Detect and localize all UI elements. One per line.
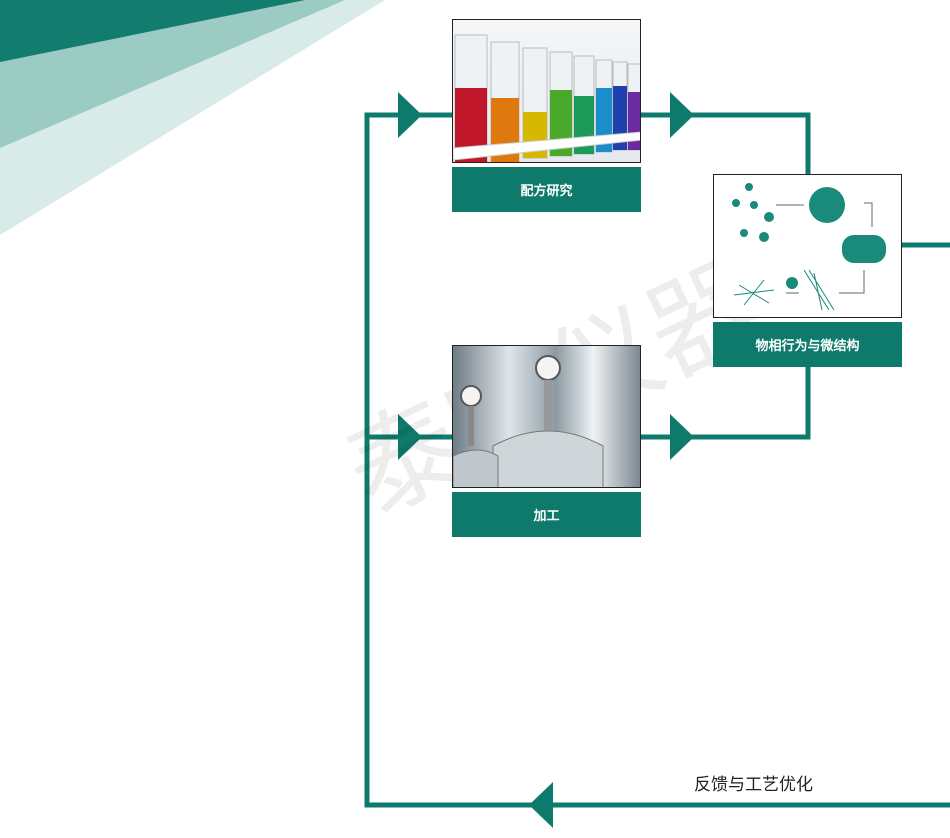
- feedback-label: 反馈与工艺优化: [694, 775, 813, 795]
- node-label-formulation: 配方研究: [452, 167, 641, 212]
- arrow-right-icon: [398, 414, 422, 460]
- arrow-right-icon: [670, 92, 694, 138]
- test-tubes-image: [452, 19, 641, 163]
- arrow-right-icon: [398, 92, 422, 138]
- micelle-diagram-icon: [732, 183, 886, 311]
- decor-band-dark: [0, 0, 305, 62]
- microstructure-image: [713, 174, 902, 318]
- steel-tank-icon: [453, 355, 604, 487]
- arrow-right-icon: [670, 414, 694, 460]
- processing-image: [452, 345, 641, 488]
- node-label-processing: 加工: [452, 492, 641, 537]
- test-tubes-icon: [453, 34, 640, 162]
- node-label-microstructure: 物相行为与微结构: [713, 322, 902, 367]
- arrow-left-icon: [529, 782, 553, 828]
